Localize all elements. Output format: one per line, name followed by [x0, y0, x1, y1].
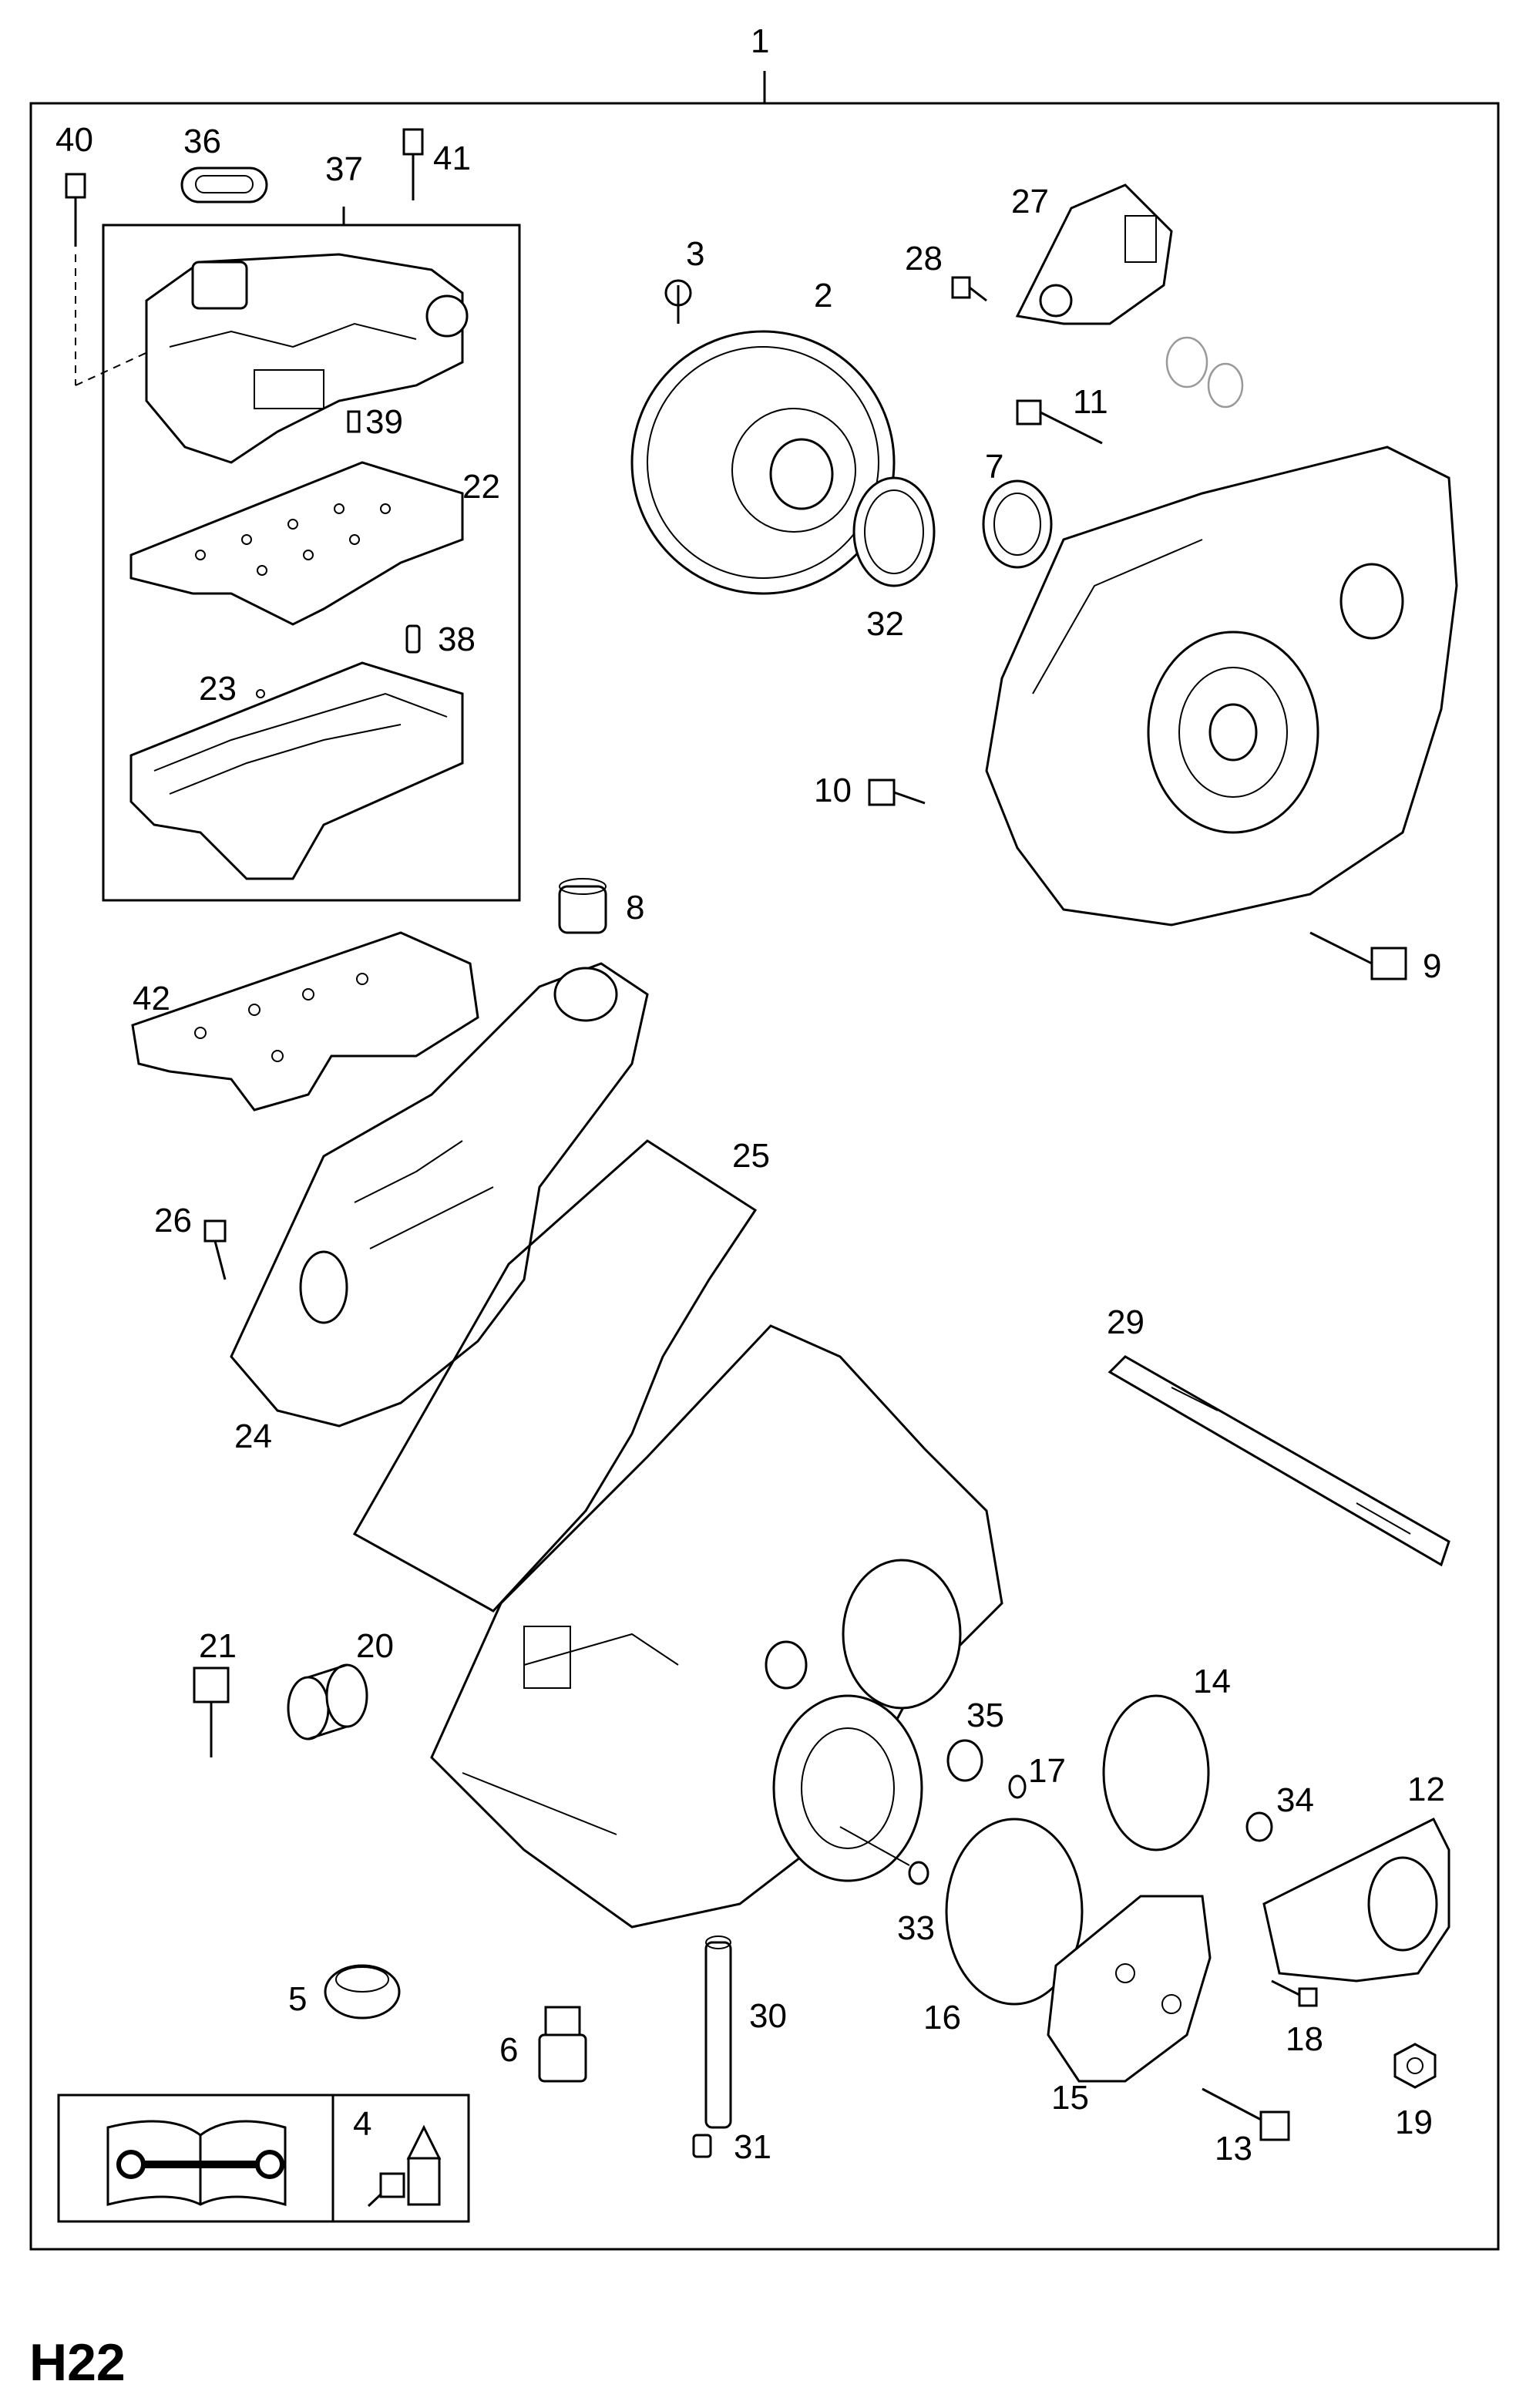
- callout-6: 6: [499, 2031, 518, 2069]
- callout-39: 39: [365, 403, 403, 441]
- legend-box: [57, 2094, 470, 2223]
- part-27-seals: [1165, 336, 1244, 409]
- part-5-cap: [324, 1964, 401, 2020]
- part-28-bolt: [951, 276, 987, 302]
- callout-4: 4: [353, 2105, 371, 2143]
- callout-16: 16: [923, 1999, 961, 2036]
- part-21-bolt: [193, 1666, 230, 1757]
- part-42-gasket: [131, 931, 479, 1112]
- part-8-cap: [558, 878, 607, 934]
- callout-19: 19: [1395, 2104, 1433, 2141]
- callout-42: 42: [133, 980, 170, 1017]
- callout-10: 10: [814, 772, 852, 809]
- callout-38: 38: [438, 620, 476, 658]
- part-29-shaft: [1108, 1355, 1450, 1567]
- callout-15: 15: [1051, 2079, 1089, 2117]
- part-35-ring: [946, 1739, 983, 1782]
- part-14-o-ring: [1102, 1694, 1210, 1851]
- part-23-valve-body: [129, 661, 464, 880]
- sealant-tube-icon: [367, 2124, 442, 2208]
- part-2-torque-converter: [630, 279, 896, 595]
- callout-3: 3: [686, 235, 704, 273]
- diagram-code: H22: [29, 2333, 126, 2392]
- callout-21: 21: [199, 1627, 237, 1665]
- callout-36: 36: [183, 123, 221, 160]
- callout-23: 23: [199, 670, 237, 708]
- callout-26: 26: [154, 1202, 192, 1239]
- callout-2: 2: [814, 277, 832, 314]
- part-31-plug: [692, 2134, 712, 2158]
- part-27-range-sensor: [1015, 183, 1173, 325]
- part-30-tube: [704, 1935, 732, 2129]
- callout-27: 27: [1011, 183, 1049, 220]
- callout-13: 13: [1215, 2130, 1252, 2168]
- part-10-bolt: [868, 779, 926, 806]
- callout-35: 35: [966, 1697, 1004, 1734]
- callout-30: 30: [749, 1997, 787, 2035]
- part-6-plug: [538, 2006, 587, 2083]
- callout-29: 29: [1107, 1303, 1144, 1341]
- part-26-bolt: [203, 1219, 227, 1280]
- callout-41: 41: [433, 140, 471, 177]
- callout-34: 34: [1276, 1781, 1314, 1819]
- part-9-bolt: [1309, 931, 1407, 980]
- callout-1: 1: [751, 22, 769, 60]
- callout-14: 14: [1193, 1663, 1231, 1700]
- part-12-pump-cover: [1262, 1817, 1450, 1983]
- part-11-bolt: [1016, 399, 1103, 445]
- part-25-gasket: [352, 1139, 758, 1613]
- callout-7: 7: [985, 448, 1003, 486]
- part-41-bolt: [402, 128, 424, 200]
- part-main-case: [430, 1324, 1003, 1929]
- callout-40: 40: [55, 121, 93, 159]
- callout-32: 32: [866, 605, 904, 643]
- callout-labels: 1 40 36 37 41 3 2 27 28 11 7 39 22 32 38…: [55, 22, 1445, 2168]
- part-17-ring: [1008, 1774, 1027, 1799]
- part-40-bolt: [65, 173, 193, 386]
- part-16-o-ring: [945, 1818, 1084, 2006]
- part-19-nut: [1393, 2043, 1437, 2089]
- callout-24: 24: [234, 1418, 272, 1455]
- part-24-channel-cover: [230, 962, 649, 1428]
- part-15-cover: [1047, 1895, 1212, 2083]
- callout-25: 25: [732, 1137, 770, 1175]
- part-34-cap: [1245, 1811, 1273, 1842]
- callout-5: 5: [288, 1980, 307, 2018]
- part-7-seal: [982, 479, 1053, 569]
- part-33-clip: [839, 1826, 929, 1885]
- callout-18: 18: [1286, 2020, 1323, 2058]
- part-39-plug: [347, 410, 361, 433]
- callout-20: 20: [356, 1627, 394, 1665]
- valve-body-frame: [102, 224, 521, 902]
- part-case-cover: [985, 446, 1458, 927]
- callout-28: 28: [905, 240, 943, 277]
- part-38-pin: [405, 624, 421, 654]
- callout-33: 33: [897, 1909, 935, 1947]
- callout-9: 9: [1423, 947, 1441, 985]
- part-22-separator-plate: [129, 461, 464, 626]
- part-20-bushing: [287, 1663, 368, 1740]
- part-18-bolt: [1271, 1979, 1318, 2007]
- callout-17: 17: [1028, 1752, 1066, 1790]
- callout-8: 8: [626, 889, 644, 927]
- manual-book-wrench-icon: [106, 2120, 287, 2206]
- callout-11: 11: [1073, 383, 1108, 421]
- callout-31: 31: [734, 2128, 771, 2166]
- callout-12: 12: [1407, 1771, 1445, 1808]
- part-13-bolt: [1202, 2087, 1290, 2141]
- part-36-grommet: [180, 166, 268, 203]
- part-32-seal: [852, 476, 936, 587]
- callout-37: 37: [325, 150, 363, 188]
- callout-22: 22: [462, 468, 500, 506]
- part-valve-body-solenoid: [145, 253, 469, 464]
